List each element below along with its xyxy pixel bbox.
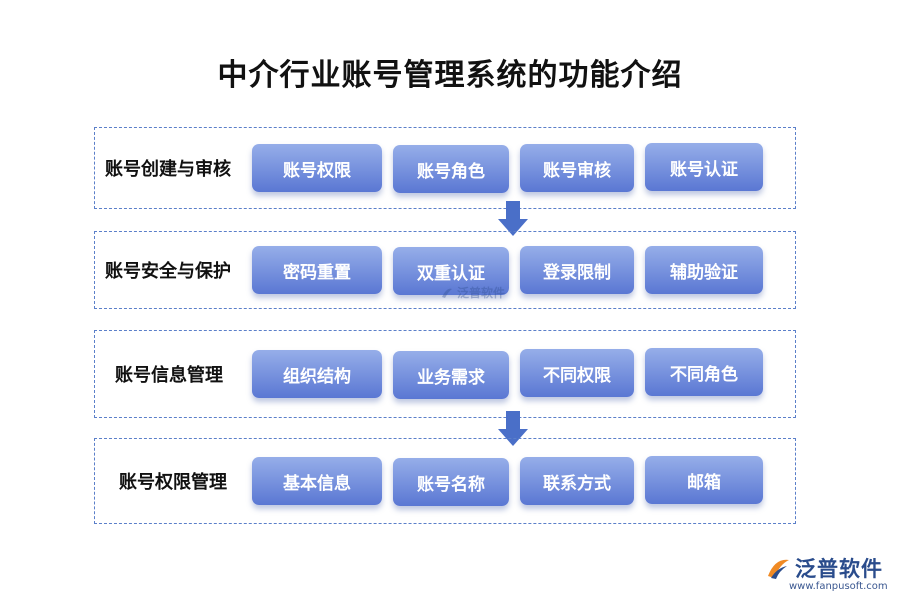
- section-label: 账号安全与保护: [105, 261, 231, 282]
- card-account-review[interactable]: 账号审核: [520, 144, 634, 192]
- section-label: 账号权限管理: [119, 472, 227, 493]
- section-label: 账号创建与审核: [105, 159, 231, 180]
- watermark: 泛普软件: [440, 284, 505, 301]
- card-account-name[interactable]: 账号名称: [393, 458, 509, 506]
- card-basic-info[interactable]: 基本信息: [252, 457, 382, 505]
- logo-icon: [768, 559, 789, 579]
- section-account-creation: 账号创建与审核 账号权限 账号角色 账号审核 账号认证: [94, 127, 796, 209]
- card-contact-method[interactable]: 联系方式: [520, 457, 634, 505]
- logo-icon: [442, 288, 452, 298]
- card-password-reset[interactable]: 密码重置: [252, 246, 382, 294]
- card-login-limit[interactable]: 登录限制: [520, 246, 634, 294]
- section-account-security: 账号安全与保护 密码重置 双重认证 登录限制 辅助验证: [94, 231, 796, 309]
- logo-name: 泛普软件: [795, 557, 883, 581]
- down-arrow-icon: [498, 201, 528, 236]
- card-different-permissions[interactable]: 不同权限: [520, 349, 634, 397]
- card-account-certification[interactable]: 账号认证: [645, 143, 763, 191]
- card-org-structure[interactable]: 组织结构: [252, 350, 382, 398]
- card-auxiliary-verification[interactable]: 辅助验证: [645, 246, 763, 294]
- brand-logo: 泛普软件 www.fanpusoft.com: [765, 553, 893, 592]
- logo-url: www.fanpusoft.com: [789, 581, 888, 592]
- watermark-text: 泛普软件: [457, 286, 506, 300]
- card-account-role[interactable]: 账号角色: [393, 145, 509, 193]
- page-title: 中介行业账号管理系统的功能介绍: [217, 58, 683, 93]
- card-email[interactable]: 邮箱: [645, 456, 763, 504]
- card-different-roles[interactable]: 不同角色: [645, 348, 763, 396]
- section-label: 账号信息管理: [115, 365, 223, 386]
- section-permission-management: 账号权限管理 基本信息 账号名称 联系方式 邮箱: [94, 438, 796, 524]
- down-arrow-icon: [498, 411, 528, 446]
- card-two-factor[interactable]: 双重认证: [393, 247, 509, 295]
- card-account-permission[interactable]: 账号权限: [252, 144, 382, 192]
- card-business-needs[interactable]: 业务需求: [393, 351, 509, 399]
- section-account-info: 账号信息管理 组织结构 业务需求 不同权限 不同角色: [94, 330, 796, 418]
